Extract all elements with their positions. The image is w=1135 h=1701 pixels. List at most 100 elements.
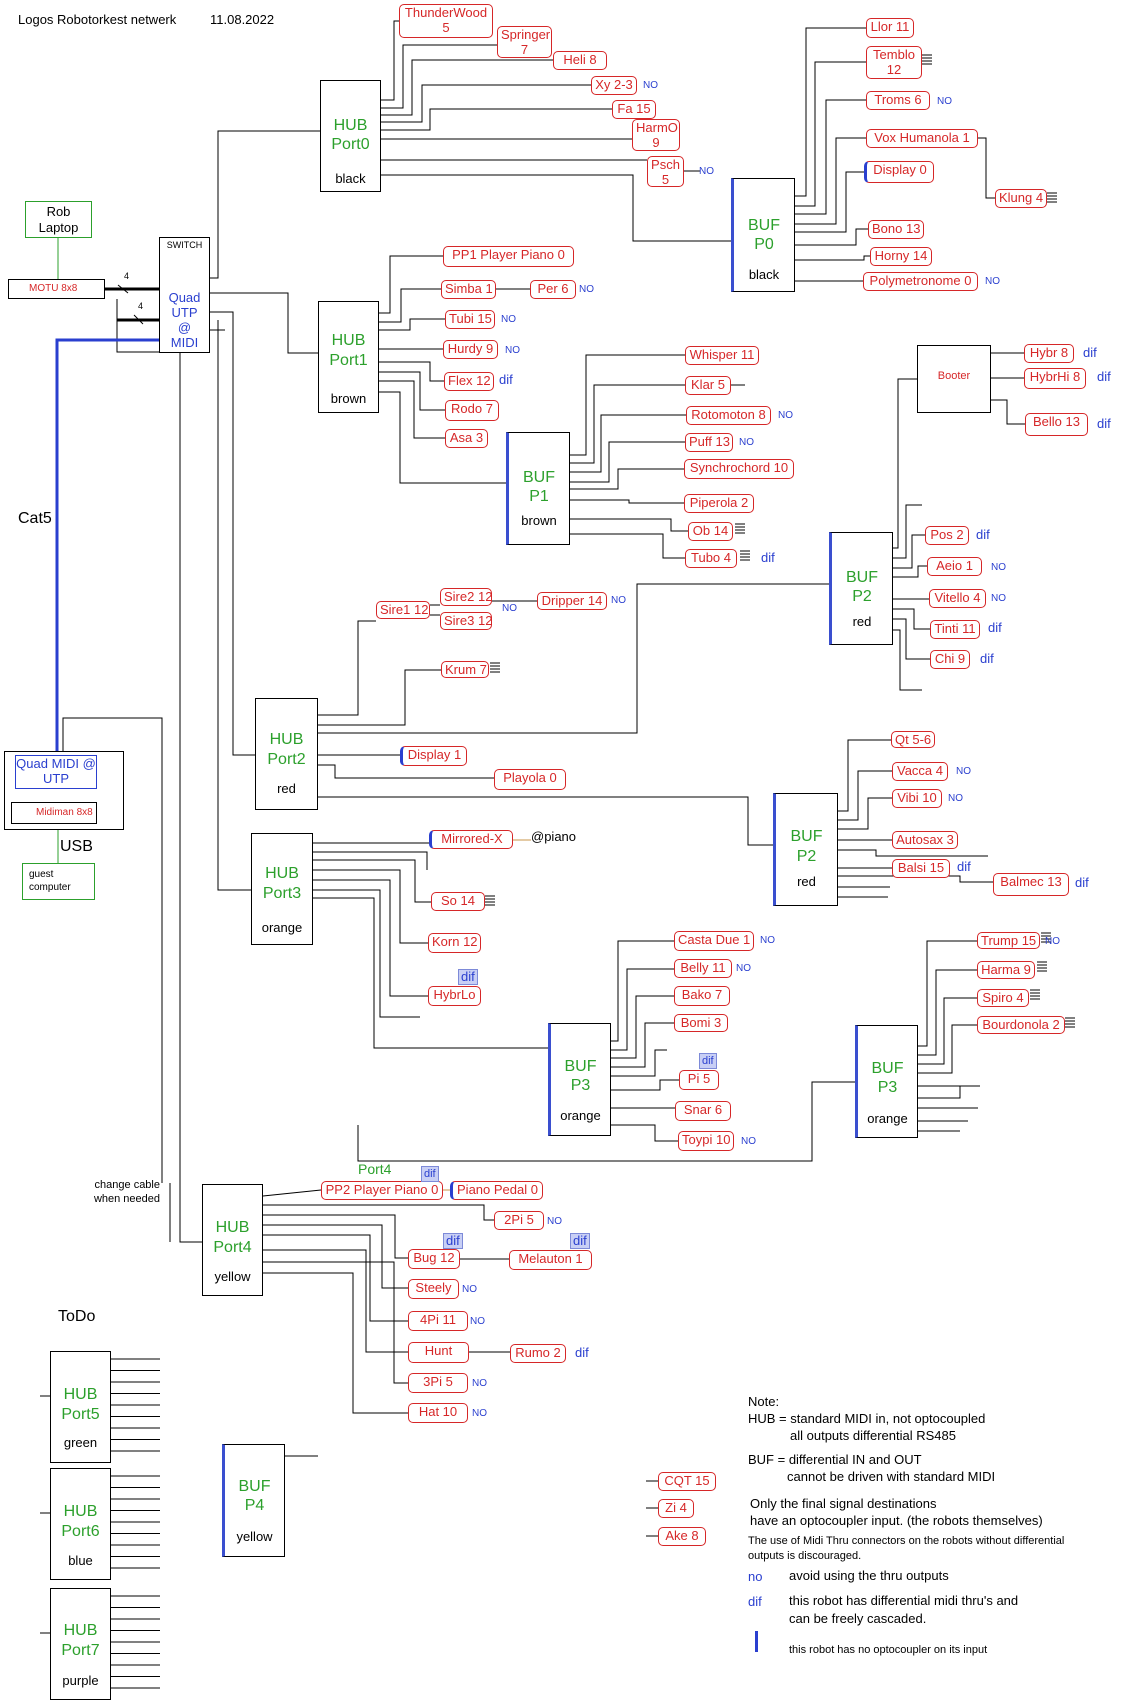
robot-bomi: Bomi 3 <box>674 1014 728 1032</box>
tag-no-dripper: NO <box>611 595 626 606</box>
wire-h3-buf <box>313 897 548 1049</box>
tag-dif-bug: dif <box>443 1233 463 1249</box>
hub-label: HUB <box>63 1622 98 1639</box>
wire-h4-pp2 <box>262 1189 322 1197</box>
robot-per: Per 6 <box>530 280 576 299</box>
switch-title: SWITCH <box>166 240 203 250</box>
robot-mirroredx: Mirrored-X <box>429 830 513 849</box>
wire-sw-hub3 <box>217 320 251 891</box>
wire-h3-hybrlo <box>313 879 428 997</box>
hub-port5: HUB Port5 green <box>50 1351 111 1463</box>
robot-vacca: Vacca 4 <box>892 762 948 781</box>
wire-b3-4 <box>611 1022 674 1068</box>
wire-tick-b <box>133 314 144 325</box>
robot-polymetronome: Polymetronome 0 <box>863 272 978 291</box>
robot-snar: Snar 6 <box>675 1101 731 1121</box>
buf-p3-right: BUF P3 orange <box>855 1025 918 1138</box>
tag-dif-hybrhi: dif <box>1097 369 1111 384</box>
motu-interface: MOTU 8x8 <box>8 279 105 299</box>
robot-hunt: Hunt <box>408 1342 469 1363</box>
robot-psch: Psch 5 <box>647 156 684 187</box>
buf-label: BUF <box>748 217 780 234</box>
robot-trump: Trump 15 <box>977 932 1040 949</box>
robot-rotomoton: Rotomoton 8 <box>686 406 771 425</box>
robot-troms: Troms 6 <box>866 91 930 110</box>
robot-bug: Bug 12 <box>408 1249 460 1269</box>
robot-toypi: Toypi 10 <box>678 1131 734 1151</box>
wire-h1-buf <box>379 391 506 484</box>
legend-only2: have an optocoupler input. (the robots t… <box>750 1513 1043 1528</box>
wire-h3-so <box>313 859 431 903</box>
hub-port0: HUB Port0 black <box>320 80 381 192</box>
wire-b1-4 <box>570 441 685 483</box>
buf-color: brown <box>521 513 557 528</box>
wire-b2l-1 <box>838 739 891 812</box>
wire-b2-1 <box>893 504 922 559</box>
wire-b2-2 <box>893 534 925 569</box>
tag-dif-melauton: dif <box>570 1233 590 1249</box>
tag-no-vitello: NO <box>991 593 1006 604</box>
robot-pianopedal: Piano Pedal 0 <box>450 1181 543 1200</box>
wire-change-cable <box>62 717 163 1183</box>
wire-b2-3 <box>893 565 927 578</box>
tag-no-belly: NO <box>736 963 751 974</box>
tag-no-tubi: NO <box>501 314 516 325</box>
wire-h4-4pi <box>263 1234 408 1322</box>
switch-line4: MIDI <box>170 335 199 350</box>
tag-no-poly: NO <box>985 276 1000 287</box>
legend-dif-key: dif <box>748 1594 762 1609</box>
robot-fa: Fa 15 <box>612 100 656 119</box>
robot-melauton: Melauton 1 <box>509 1250 592 1270</box>
hub-port: Port1 <box>329 352 368 369</box>
wire-b0-4 <box>795 137 866 225</box>
buf-p2-upper: BUF P2 red <box>829 532 893 645</box>
tag-no-psch: NO <box>699 166 714 177</box>
robot-temblo: Temblo 12 <box>866 46 922 79</box>
wire-b3-5 <box>611 1049 667 1077</box>
tag-dif-pos: dif <box>976 527 990 542</box>
wire-h0-2 <box>381 44 497 109</box>
wire-b1-3 <box>570 414 686 473</box>
buf-port: P3 <box>877 1079 898 1096</box>
wire-h2-sire1 <box>318 620 376 716</box>
tag-no-puff: NO <box>739 437 754 448</box>
hub-port: Port0 <box>331 136 370 153</box>
hub-port7: HUB Port7 purple <box>50 1588 111 1700</box>
wire-vox-klung <box>978 137 995 199</box>
hub-port: Port5 <box>61 1406 100 1423</box>
wire-tick-a <box>117 284 129 294</box>
buf-label: BUF <box>790 828 823 845</box>
robot-bako: Bako 7 <box>674 986 730 1006</box>
tag-dif-balmec: dif <box>1075 875 1089 890</box>
hub-label: HUB <box>333 117 368 134</box>
buf-label: BUF <box>238 1478 271 1495</box>
hub-color: green <box>63 1435 98 1450</box>
at-piano-label: @piano <box>531 829 577 844</box>
legend-thru1: The use of Midi Thru connectors on the r… <box>748 1535 1065 1547</box>
tag-no-hat: NO <box>472 1408 487 1419</box>
buf-p4: BUF P4 yellow <box>222 1444 285 1557</box>
robot-display0: Display 0 <box>864 161 934 183</box>
wire-h4-3pi <box>263 1261 408 1384</box>
robot-korn: Korn 12 <box>428 933 481 953</box>
todo-label: ToDo <box>58 1308 96 1325</box>
hub-color: red <box>277 781 296 796</box>
wire-h0-1 <box>381 20 399 101</box>
robot-pi: Pi 5 <box>679 1070 719 1090</box>
wire-count-a: 4 <box>124 271 130 281</box>
robot-puff: Puff 13 <box>685 433 733 452</box>
legend-no-desc: avoid using the thru outputs <box>789 1568 949 1583</box>
robot-balmec: Balmec 13 <box>993 873 1069 896</box>
buf-label: BUF <box>871 1060 904 1077</box>
robot-sire1: Sire1 12 <box>376 601 430 619</box>
tag-no-toypi: NO <box>741 1136 756 1147</box>
wire-b2-5 <box>893 608 930 630</box>
wire-b3r-1 <box>918 940 977 1047</box>
tag-dif-port4: dif <box>421 1166 439 1182</box>
robot-steely: Steely <box>408 1279 459 1299</box>
buf-color: yellow <box>236 1529 273 1544</box>
switch-box: SWITCH Quad UTP @ MIDI <box>159 237 210 353</box>
legend-thru2: outputs is discouraged. <box>748 1550 862 1562</box>
robot-vitello: Vitello 4 <box>929 589 986 608</box>
